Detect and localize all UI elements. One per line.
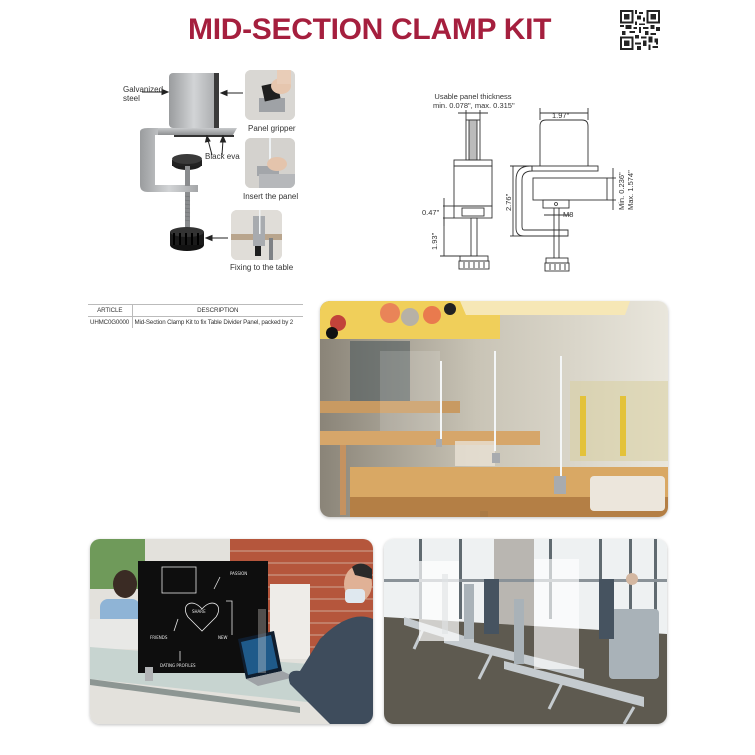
galvanized-steel-label: Galvanized steel (123, 85, 163, 103)
usable-thickness-label: Usable panel thickness min. 0.078", max.… (433, 92, 515, 110)
panel-gripper-thumbnail (245, 70, 295, 120)
thread-size: M8 (563, 210, 574, 219)
insert-panel-thumbnail (245, 138, 295, 188)
panel-gripper-label: Panel gripper (248, 124, 296, 133)
office-photo: PASSION SHARE FRIENDS DATING PROFILES NEW (90, 539, 373, 724)
height-dimension: 2.76" (504, 193, 513, 211)
black-eva-label: Black eva (205, 152, 240, 161)
article-table: ARTICLE DESCRIPTION UHMC0G0000 Mid-Secti… (88, 304, 303, 328)
page-title: MID-SECTION CLAMP KIT (188, 13, 552, 46)
svg-text:FRIENDS: FRIENDS (150, 635, 168, 640)
column-header-description: DESCRIPTION (132, 304, 303, 317)
fixing-table-thumbnail (231, 210, 282, 260)
dimension-drawing (440, 108, 616, 272)
clamp-product-illustration (140, 73, 243, 251)
clamp-min-dimension: Min. 0.236" (617, 172, 626, 210)
usable-thickness-line1: Usable panel thickness (434, 92, 512, 101)
width-dimension: 1.97" (552, 111, 570, 120)
product-photo-section: Galvanized steel Black eva Panel gripper… (80, 60, 310, 280)
svg-text:SHARE: SHARE (192, 609, 206, 614)
clamp-max-dimension: Max. 1.574" (626, 170, 635, 210)
fixing-table-label: Fixing to the table (230, 263, 294, 272)
airport-photo (384, 539, 667, 724)
svg-text:DATING PROFILES: DATING PROFILES (160, 663, 196, 668)
insert-panel-label: Insert the panel (243, 192, 299, 201)
table-row: UHMC0G0000 Mid-Section Clamp Kit to fix … (88, 316, 303, 328)
qr-code-icon (620, 10, 660, 50)
screw-length-dimension: 1.93" (430, 232, 439, 250)
technical-drawing: Usable panel thickness min. 0.078", max.… (420, 88, 650, 283)
article-description: Mid-Section Clamp Kit to fix Table Divid… (134, 319, 294, 326)
svg-text:PASSION: PASSION (230, 571, 247, 576)
article-code: UHMC0G0000 (88, 316, 133, 328)
table-header-row: ARTICLE DESCRIPTION (88, 304, 303, 317)
gap-dimension: 0.47" (422, 208, 440, 217)
svg-text:NEW: NEW (218, 635, 228, 640)
galvanized-label-line2: steel (123, 94, 140, 104)
column-header-article: ARTICLE (88, 304, 133, 317)
galvanized-label-line1: Galvanized (123, 85, 164, 94)
cafeteria-photo (320, 301, 668, 517)
usable-thickness-line2: min. 0.078", max. 0.315" (433, 101, 515, 110)
